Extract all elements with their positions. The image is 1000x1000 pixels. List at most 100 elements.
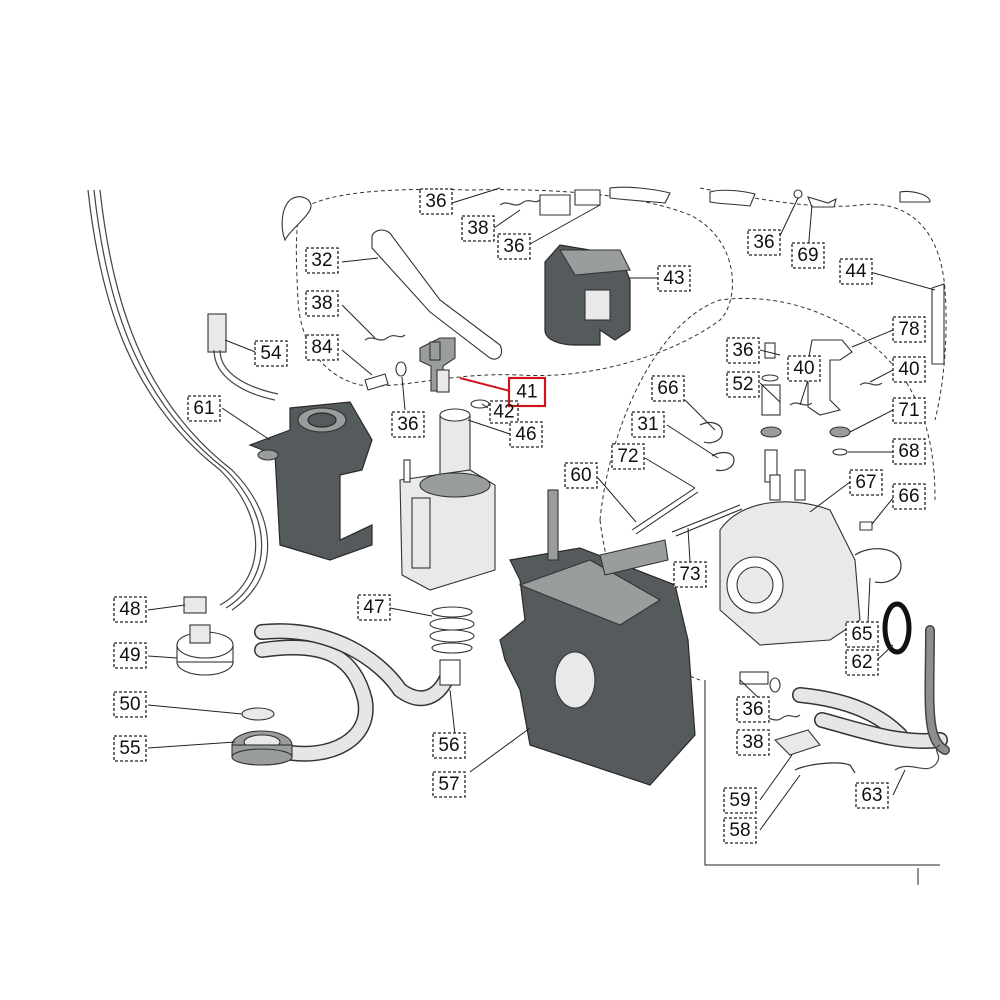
- callout-36[interactable]: 36: [747, 229, 781, 256]
- callout-59[interactable]: 59: [723, 787, 757, 814]
- callout-38[interactable]: 38: [736, 729, 770, 756]
- svg-text:36: 36: [425, 191, 446, 212]
- svg-text:48: 48: [119, 599, 140, 620]
- callout-52[interactable]: 52: [726, 371, 760, 398]
- callout-36[interactable]: 36: [726, 337, 760, 364]
- callout-49[interactable]: 49: [113, 642, 147, 669]
- callout-50[interactable]: 50: [113, 691, 147, 718]
- callout-62[interactable]: 62: [845, 649, 879, 676]
- svg-text:67: 67: [855, 472, 876, 493]
- callout-36[interactable]: 36: [497, 233, 531, 260]
- part-52-valve: [760, 342, 782, 483]
- callout-72[interactable]: 72: [611, 443, 645, 470]
- svg-text:60: 60: [570, 465, 591, 486]
- part-63-wires: [894, 744, 941, 771]
- part-84-pin: [364, 361, 407, 391]
- callout-36[interactable]: 36: [391, 411, 425, 438]
- callout-40[interactable]: 40: [892, 356, 926, 383]
- callout-63[interactable]: 63: [855, 782, 889, 809]
- callout-46[interactable]: 46: [509, 421, 543, 448]
- part-47-spring: [429, 606, 475, 654]
- callout-31[interactable]: 31: [631, 411, 665, 438]
- svg-text:36: 36: [503, 236, 524, 257]
- svg-text:36: 36: [732, 340, 753, 361]
- top-fragments: [281, 186, 931, 242]
- callout-68[interactable]: 68: [892, 438, 926, 465]
- svg-text:40: 40: [793, 358, 814, 379]
- callout-43[interactable]: 43: [657, 265, 691, 292]
- svg-text:52: 52: [732, 374, 753, 395]
- svg-text:58: 58: [729, 820, 750, 841]
- part-65-clip: [854, 548, 902, 584]
- part-67-boiler: [719, 469, 861, 646]
- svg-text:36: 36: [397, 414, 418, 435]
- callout-66[interactable]: 66: [892, 483, 926, 510]
- svg-text:72: 72: [617, 446, 638, 467]
- callout-36[interactable]: 36: [419, 188, 453, 215]
- callout-57[interactable]: 57: [432, 771, 466, 798]
- callout-44[interactable]: 44: [839, 258, 873, 285]
- part-50-disc: [241, 707, 275, 721]
- callout-32[interactable]: 32: [305, 247, 339, 274]
- svg-text:49: 49: [119, 645, 140, 666]
- callout-58[interactable]: 58: [723, 817, 757, 844]
- right-hoses: [739, 625, 950, 755]
- part-61-bracket: [248, 401, 373, 561]
- svg-text:78: 78: [898, 319, 919, 340]
- callout-69[interactable]: 69: [791, 242, 825, 269]
- callout-73[interactable]: 73: [673, 561, 707, 588]
- svg-text:59: 59: [729, 790, 750, 811]
- svg-text:71: 71: [898, 400, 919, 421]
- part-56-tube: [254, 623, 461, 762]
- part-54-fuse: [207, 313, 279, 401]
- callouts: 36 38 36 43 36 69 44 32 38 84 54 61 36 4…: [113, 188, 926, 844]
- callout-84[interactable]: 84: [305, 334, 339, 361]
- callout-56[interactable]: 56: [432, 732, 466, 759]
- svg-text:41: 41: [516, 382, 537, 403]
- part-62-ring: [882, 601, 912, 655]
- svg-text:56: 56: [438, 735, 459, 756]
- svg-text:36: 36: [753, 232, 774, 253]
- callout-40[interactable]: 40: [787, 355, 821, 382]
- svg-text:69: 69: [797, 245, 818, 266]
- svg-text:57: 57: [438, 774, 459, 795]
- svg-text:84: 84: [311, 337, 333, 358]
- callout-78[interactable]: 78: [892, 316, 926, 343]
- svg-text:38: 38: [311, 293, 332, 314]
- svg-text:63: 63: [861, 785, 882, 806]
- callout-60[interactable]: 60: [564, 462, 598, 489]
- callout-38[interactable]: 38: [305, 290, 339, 317]
- svg-text:44: 44: [845, 261, 867, 282]
- part-49-flowmeter: [176, 624, 234, 676]
- group-outline-right: [599, 298, 936, 521]
- callout-61[interactable]: 61: [187, 395, 221, 422]
- callout-67[interactable]: 67: [849, 469, 883, 496]
- callout-55[interactable]: 55: [113, 735, 147, 762]
- part-44-tube: [931, 283, 945, 365]
- highlight-leader-41: [459, 377, 511, 392]
- svg-text:62: 62: [851, 652, 872, 673]
- callout-71[interactable]: 71: [892, 397, 926, 424]
- svg-text:50: 50: [119, 694, 140, 715]
- callout-42[interactable]: 42: [489, 400, 519, 424]
- callout-38[interactable]: 38: [461, 215, 495, 242]
- callout-66[interactable]: 66: [651, 375, 685, 402]
- svg-text:32: 32: [311, 250, 332, 271]
- callout-48[interactable]: 48: [113, 596, 147, 623]
- part-41-elbow: [419, 337, 490, 409]
- svg-text:54: 54: [260, 343, 282, 364]
- svg-text:47: 47: [363, 597, 384, 618]
- part-48-connector: [87, 189, 269, 614]
- callout-54[interactable]: 54: [254, 340, 288, 367]
- parts: [87, 186, 950, 786]
- svg-text:66: 66: [657, 378, 678, 399]
- part-55-seal: [231, 730, 293, 766]
- callout-65[interactable]: 65: [845, 621, 879, 648]
- part-46-pump: [399, 408, 496, 591]
- part-57-frame: [499, 489, 696, 786]
- callout-47[interactable]: 47: [357, 594, 391, 621]
- svg-text:46: 46: [515, 424, 536, 445]
- callout-36[interactable]: 36: [736, 696, 770, 723]
- svg-text:55: 55: [119, 738, 140, 759]
- svg-text:31: 31: [637, 414, 658, 435]
